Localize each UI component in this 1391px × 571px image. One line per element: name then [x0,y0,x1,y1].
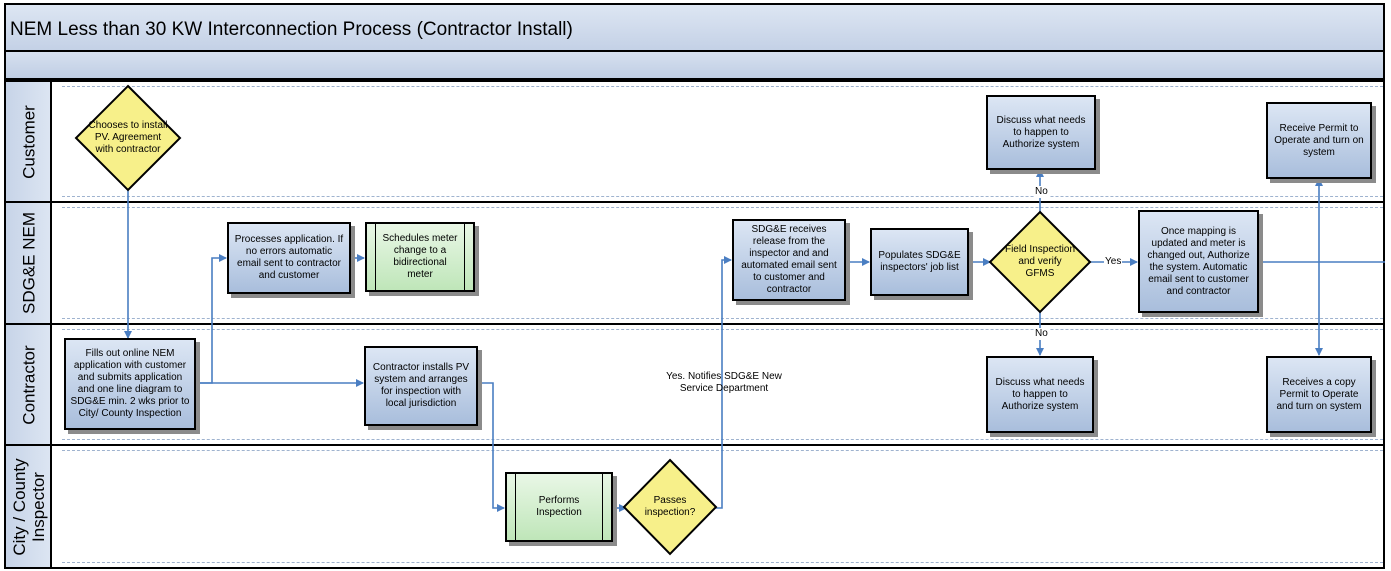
process-receive-permit-contractor: Receives a copy Permit to Operate and tu… [1266,356,1372,433]
decision-field-inspection: Field Inspection and verify GFMS [1004,244,1076,279]
process-contractor-installs: Contractor installs PV system and arrang… [364,346,478,426]
decision-chooses-pv: Chooses to install PV. Agreement with co… [88,120,168,155]
process-receive-permit-customer: Receive Permit to Operate and turn on sy… [1266,102,1372,179]
connector-fill-to-process [196,254,227,384]
process-fills-application: Fills out online NEM application with cu… [64,338,196,430]
lane-header-contractor: Contractor [6,325,52,444]
decision-diamond-passes [622,458,718,556]
decision-diamond-chooses [74,84,182,192]
label-no-up: No [1034,186,1049,198]
label-no-down: No [1034,328,1049,340]
decision-passes-inspection: Passes inspection? [644,495,696,518]
process-populates-job-list: Populates SDG&E inspectors' job list [870,228,969,296]
process-discuss-customer: Discuss what needs to happen to Authoriz… [986,95,1096,170]
decision-diamond-field [988,210,1092,314]
diagram-title: NEM Less than 30 KW Interconnection Proc… [10,19,573,40]
connector-passes-to-release [714,256,732,509]
lane-header-customer: Customer [6,82,52,201]
title-bar: NEM Less than 30 KW Interconnection Proc… [4,3,1385,52]
process-mapping-updated: Once mapping is updated and meter is cha… [1138,210,1259,313]
lane-header-sdge-nem: SDG&E NEM [6,203,52,323]
process-discuss-contractor: Discuss what needs to happen to Authoriz… [986,356,1094,433]
subprocess-performs-inspection: Performs Inspection [505,472,613,542]
lane-body-customer [62,86,1383,197]
lane-header-inspector: City / County Inspector [6,446,52,567]
process-sdge-receives-release: SDG&E receives release from the inspecto… [732,219,846,301]
connector-install-to-perform [478,382,505,512]
process-processes-application: Processes application. If no errors auto… [227,222,351,294]
header-band [4,52,1385,80]
label-yes-notifies: Yes. Notifies SDG&E New Service Departme… [666,371,782,394]
subprocess-schedules-meter: Schedules meter change to a bidirectiona… [365,222,475,292]
label-yes-right: Yes [1104,256,1123,268]
